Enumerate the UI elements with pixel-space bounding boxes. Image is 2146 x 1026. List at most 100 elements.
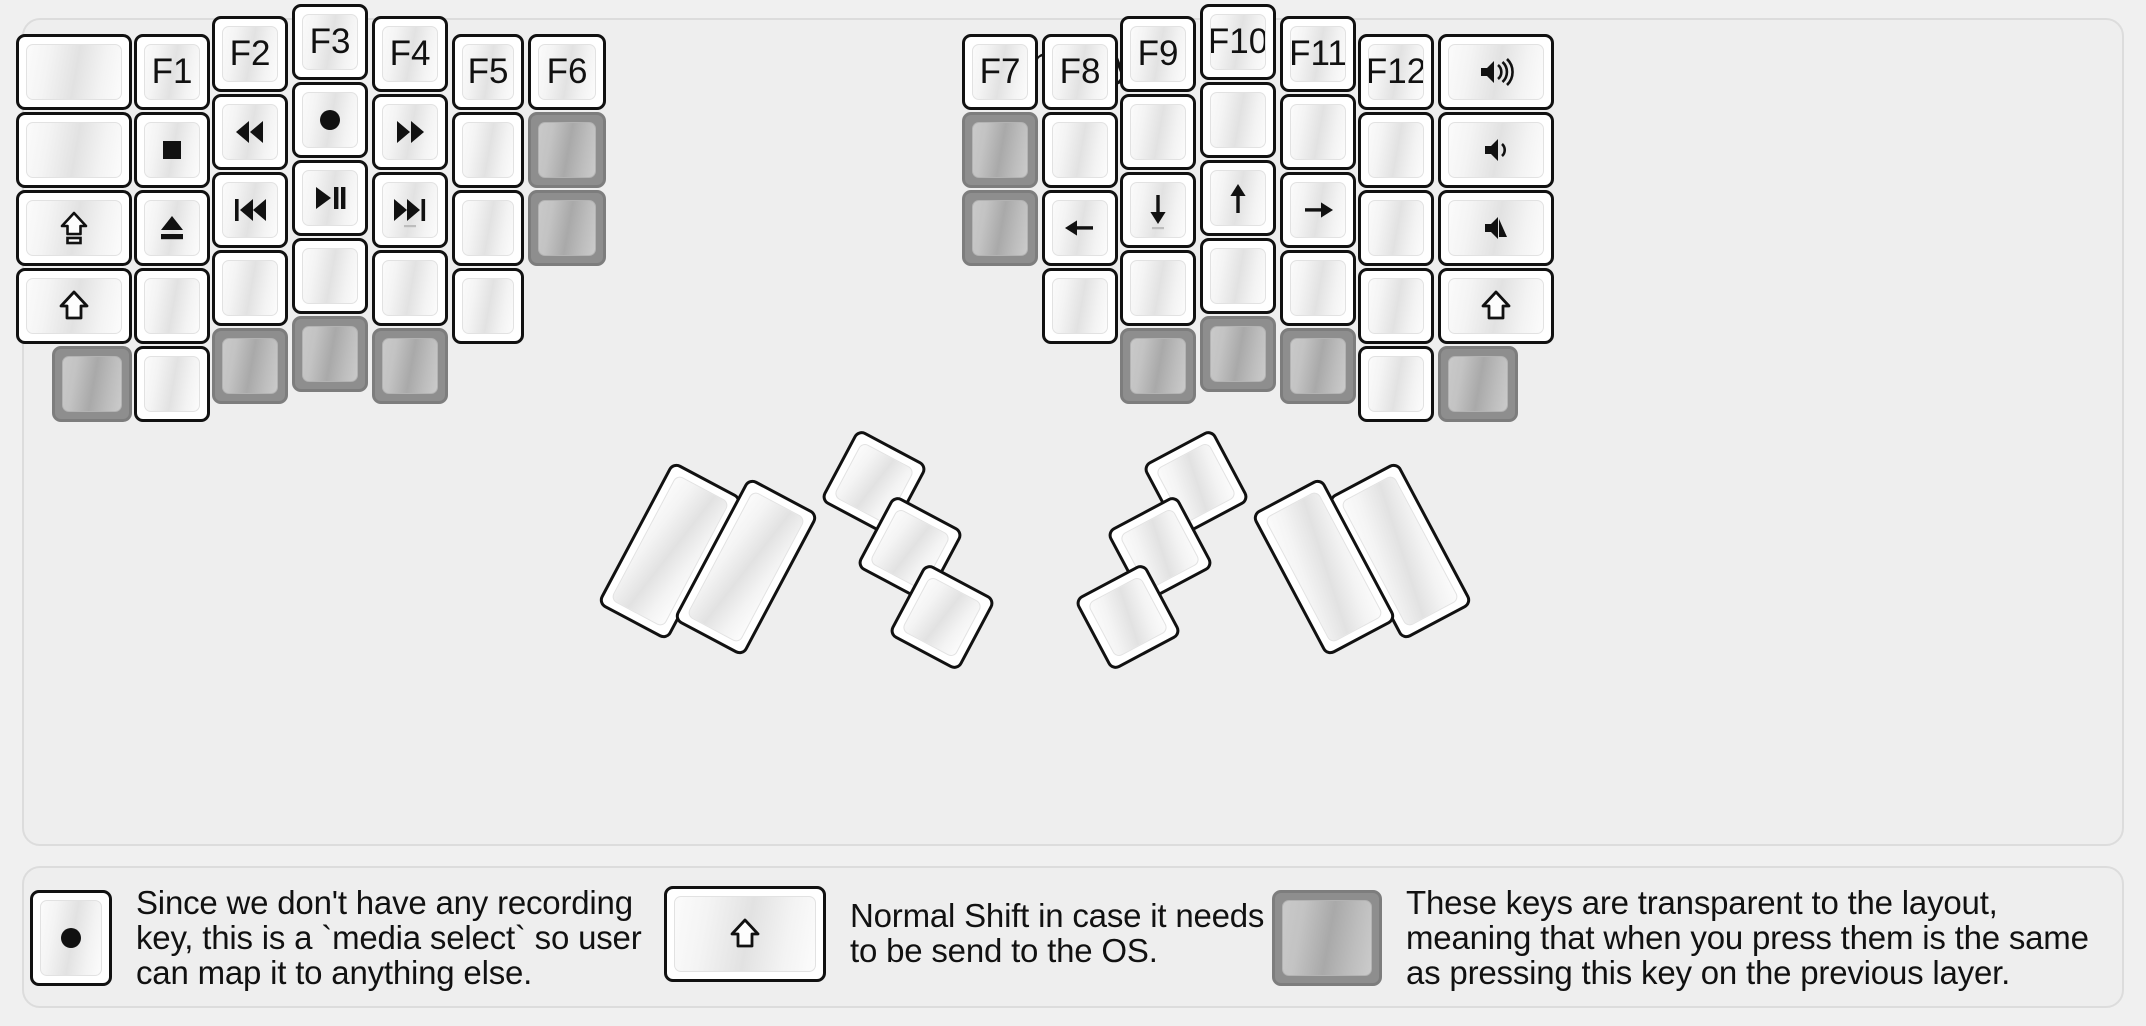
key-volume-down[interactable]: [1438, 112, 1554, 188]
eject-icon: [149, 207, 195, 249]
key-transparent[interactable]: [1120, 328, 1196, 404]
keycap-face: [1130, 338, 1186, 394]
key-blank-1-5u[interactable]: [16, 34, 132, 110]
key-arrow-right[interactable]: [1280, 172, 1356, 248]
key-blank[interactable]: [1358, 268, 1434, 344]
key-blank[interactable]: [1200, 238, 1276, 314]
key-blank[interactable]: [1280, 94, 1356, 170]
key-blank[interactable]: [1120, 94, 1196, 170]
volume-up-icon: [1473, 51, 1519, 93]
key-f2[interactable]: F2: [212, 16, 288, 92]
legend-item-3: These keys are transparent to the layout…: [1272, 885, 2089, 991]
shift-icon: [59, 290, 89, 320]
key-volume-up[interactable]: [1438, 34, 1554, 110]
key-f8[interactable]: F8: [1042, 34, 1118, 110]
keycap-face: [1290, 338, 1346, 394]
key-blank[interactable]: [134, 346, 210, 422]
key-caps-lock[interactable]: [16, 190, 132, 266]
key-blank[interactable]: [1120, 250, 1196, 326]
keycap-face: F9: [1130, 26, 1186, 82]
key-transparent[interactable]: [1280, 328, 1356, 404]
key-transparent[interactable]: [1438, 346, 1518, 422]
key-blank[interactable]: [1042, 112, 1118, 188]
key-transparent[interactable]: [52, 346, 132, 422]
key-media-stop[interactable]: [134, 112, 210, 188]
key-f4[interactable]: F4: [372, 16, 448, 92]
key-f11[interactable]: F11: [1280, 16, 1356, 92]
key-label: F12: [1368, 52, 1424, 91]
keycap-face: [302, 248, 358, 304]
shift-icon: [1473, 285, 1519, 327]
key-label: F8: [1059, 52, 1101, 91]
key-transparent[interactable]: [1200, 316, 1276, 392]
arrow-down-icon: [1150, 195, 1166, 230]
keycap-face: [144, 122, 200, 178]
key-blank[interactable]: [292, 238, 368, 314]
keycap-face: [1448, 122, 1544, 178]
key-transparent[interactable]: [528, 112, 606, 188]
key-media-record[interactable]: [292, 82, 368, 158]
key-media-next-track[interactable]: [372, 172, 448, 248]
key-media-eject[interactable]: [134, 190, 210, 266]
previous-track-icon: [235, 199, 266, 221]
key-transparent[interactable]: [372, 328, 448, 404]
keycap-face: [462, 200, 514, 256]
keycap-face: [382, 104, 438, 160]
keycap-face: [1130, 182, 1186, 238]
key-f6[interactable]: F6: [528, 34, 606, 110]
key-media-previous-track[interactable]: [212, 172, 288, 248]
key-blank[interactable]: [452, 112, 524, 188]
keycap-face: [1052, 122, 1108, 178]
key-blank[interactable]: [1280, 250, 1356, 326]
keycap-face: [382, 338, 438, 394]
key-media-fast-forward[interactable]: [372, 94, 448, 170]
legend-panel: [22, 866, 2124, 1008]
key-f5[interactable]: F5: [452, 34, 524, 110]
arrow-down-icon: [1135, 189, 1181, 231]
key-arrow-down[interactable]: [1120, 172, 1196, 248]
keycap-face: [62, 356, 122, 412]
keycap-face: [462, 122, 514, 178]
rewind-icon: [236, 121, 263, 143]
arrow-up-icon: [1215, 177, 1261, 219]
key-f9[interactable]: F9: [1120, 16, 1196, 92]
legend-line: meaning that when you press them is the …: [1406, 918, 2089, 956]
key-blank[interactable]: [134, 268, 210, 344]
key-blank[interactable]: [16, 112, 132, 188]
key-blank[interactable]: [452, 268, 524, 344]
key-transparent[interactable]: [962, 112, 1038, 188]
arrow-up-icon: [1230, 184, 1246, 213]
key-blank[interactable]: [372, 250, 448, 326]
key-transparent[interactable]: [962, 190, 1038, 266]
record-icon: [48, 917, 94, 959]
key-shift[interactable]: [16, 268, 132, 344]
key-f3[interactable]: F3: [292, 4, 368, 80]
keycap-face: [972, 122, 1028, 178]
keycap-face: [674, 896, 816, 972]
key-blank[interactable]: [1042, 268, 1118, 344]
key-transparent[interactable]: [292, 316, 368, 392]
key-blank[interactable]: [1358, 346, 1434, 422]
key-label: F7: [979, 52, 1021, 91]
key-volume-mute[interactable]: [1438, 190, 1554, 266]
previous-track-icon: [227, 189, 273, 231]
key-blank[interactable]: [1358, 112, 1434, 188]
key-arrow-up[interactable]: [1200, 160, 1276, 236]
key-blank[interactable]: [452, 190, 524, 266]
key-blank[interactable]: [1358, 190, 1434, 266]
key-blank[interactable]: [212, 250, 288, 326]
key-f7[interactable]: F7: [962, 34, 1038, 110]
key-f1[interactable]: F1: [134, 34, 210, 110]
keycap-face: [302, 170, 358, 226]
key-transparent[interactable]: [212, 328, 288, 404]
key-arrow-left[interactable]: [1042, 190, 1118, 266]
key-shift[interactable]: [1438, 268, 1554, 344]
keycap-face: F3: [302, 14, 358, 70]
key-transparent[interactable]: [528, 190, 606, 266]
key-media-play-pause[interactable]: [292, 160, 368, 236]
key-media-rewind[interactable]: [212, 94, 288, 170]
keycap-face: F8: [1052, 44, 1108, 100]
key-f12[interactable]: F12: [1358, 34, 1434, 110]
key-blank[interactable]: [1200, 82, 1276, 158]
key-f10[interactable]: F10: [1200, 4, 1276, 80]
